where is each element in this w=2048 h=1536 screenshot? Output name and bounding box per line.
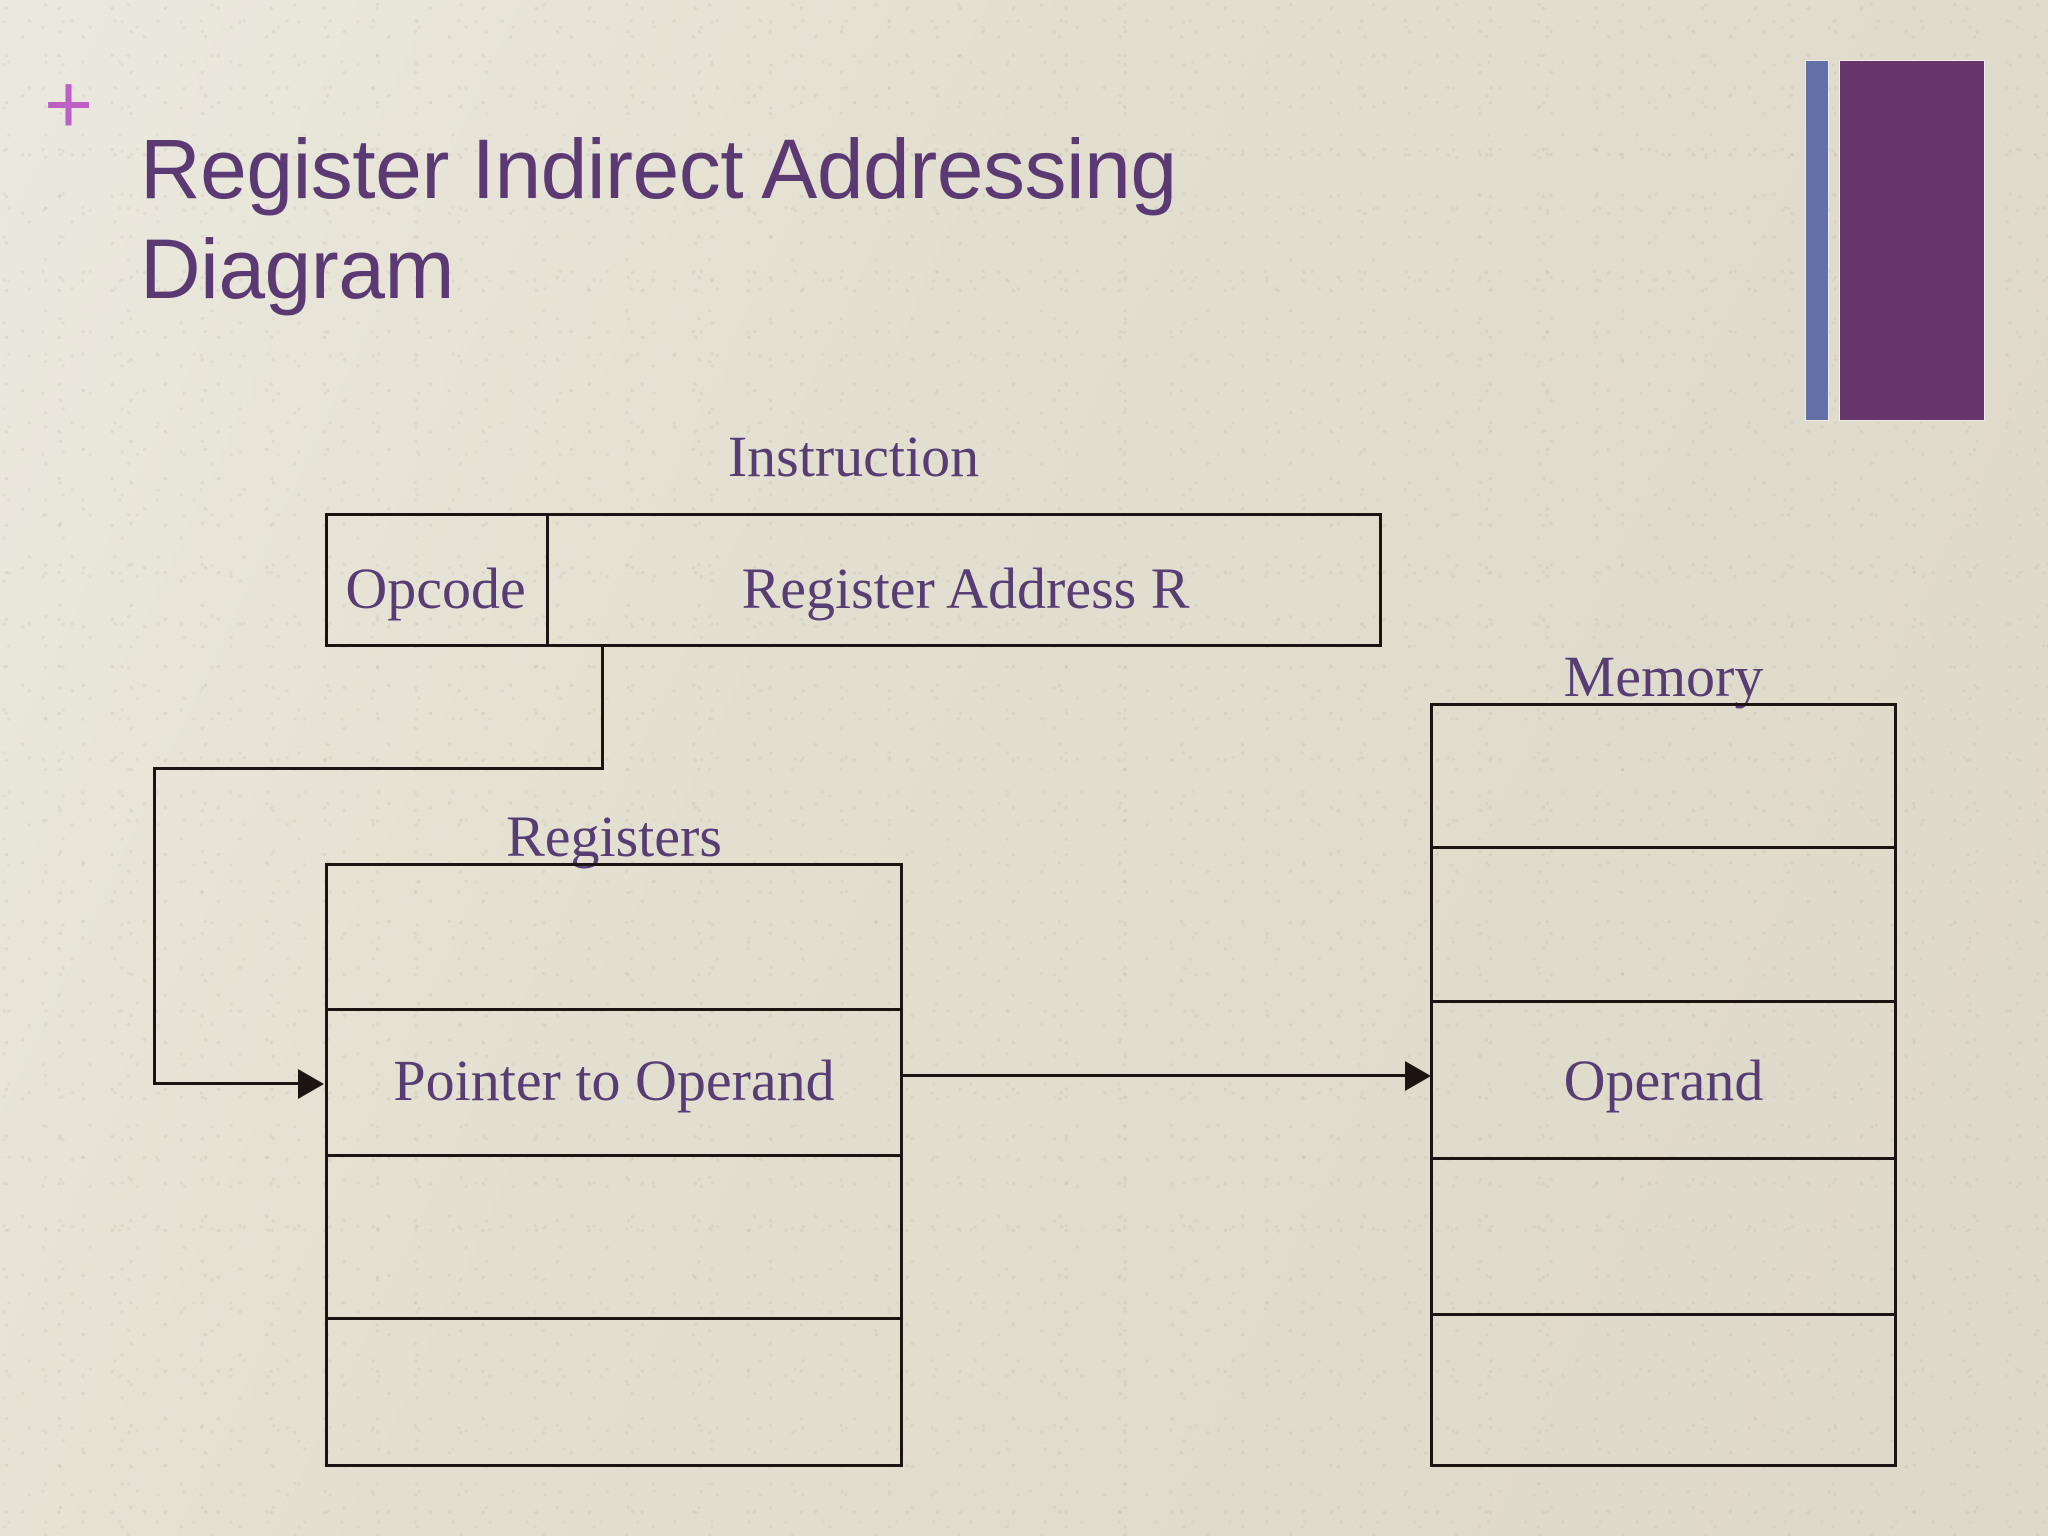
instruction-register-address-cell: Register Address R <box>741 556 1190 621</box>
memory-label: Memory <box>1563 644 1764 709</box>
connector-arrowhead-into-memory <box>1405 1061 1431 1091</box>
memory-divider-2 <box>1430 1000 1897 1003</box>
registers-divider-2 <box>325 1154 903 1157</box>
memory-divider-3 <box>1430 1157 1897 1160</box>
plus-icon: + <box>44 57 94 151</box>
connector-segment-down-from-instruction <box>601 647 604 770</box>
instruction-box <box>325 513 1382 647</box>
connector-segment-left <box>153 767 604 770</box>
connector-arrowhead-into-registers <box>298 1069 324 1099</box>
registers-divider-1 <box>325 1008 903 1011</box>
registers-row-2-text: Pointer to Operand <box>393 1048 835 1113</box>
memory-divider-1 <box>1430 846 1897 849</box>
memory-box <box>1430 703 1897 1467</box>
decoration-purple-block <box>1840 61 1984 420</box>
registers-label: Registers <box>506 804 722 869</box>
instruction-label: Instruction <box>727 424 980 489</box>
registers-divider-3 <box>325 1317 903 1320</box>
connector-segment-right-into-registers <box>153 1082 303 1085</box>
memory-row-3-text: Operand <box>1563 1048 1764 1113</box>
connector-segment-registers-to-memory <box>903 1074 1411 1077</box>
registers-box <box>325 863 903 1467</box>
instruction-field-divider <box>546 513 549 647</box>
connector-segment-down-left-rail <box>153 767 156 1085</box>
memory-divider-4 <box>1430 1313 1897 1316</box>
instruction-opcode-cell: Opcode <box>345 556 526 621</box>
page-title: Register Indirect Addressing Diagram <box>140 122 1177 316</box>
decoration-blue-bar <box>1806 61 1828 420</box>
